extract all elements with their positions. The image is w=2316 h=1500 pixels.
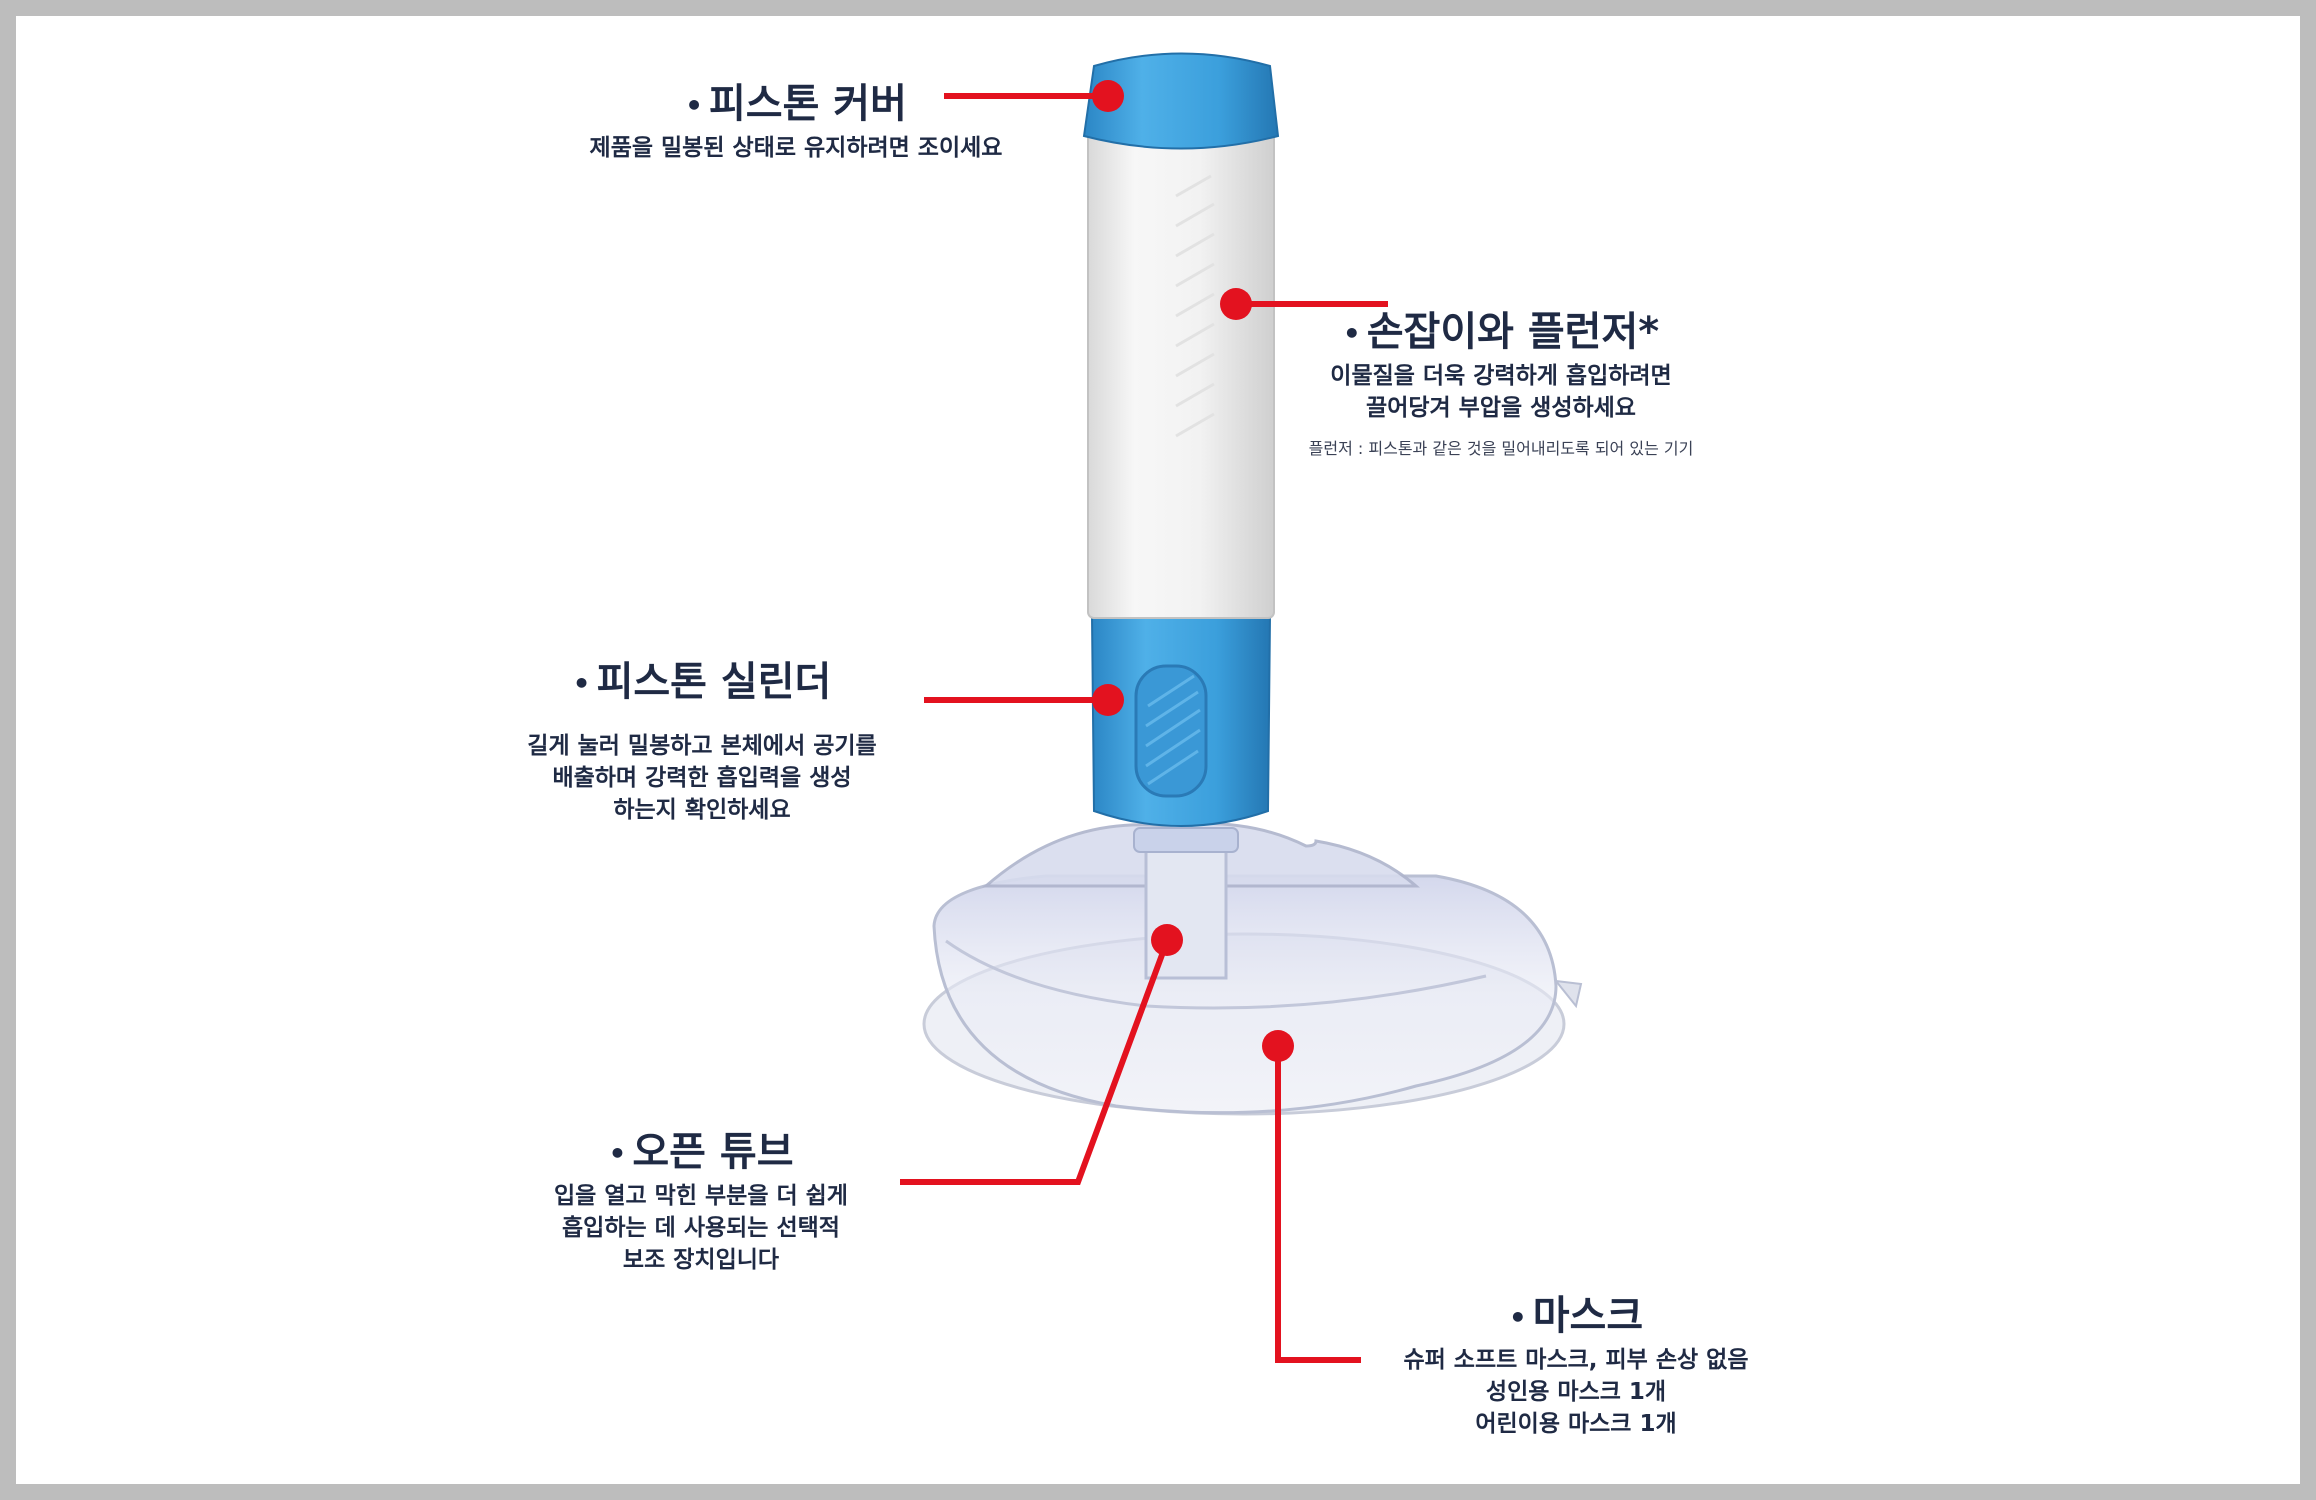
- callout-open-tube: •오픈 튜브 입을 열고 막힌 부분을 더 쉽게 흡입하는 데 사용되는 선택적…: [536, 1126, 866, 1276]
- callout-lines: [900, 93, 1388, 1363]
- open-tube-shape: [1133, 827, 1239, 980]
- open-tube-dot: [1151, 924, 1183, 956]
- piston-cylinder-dot: [1092, 684, 1124, 716]
- piston-cover-shape: [1082, 52, 1280, 150]
- callout-title: •오픈 튜브: [608, 1129, 794, 1175]
- handle-plunger-dot: [1220, 288, 1252, 320]
- callout-handle-plunger: •손잡이와 플런저* 이물질을 더욱 강력하게 흡입하려면 끌어당겨 부압을 생…: [1281, 306, 1721, 460]
- mask-leader: [1275, 1042, 1361, 1363]
- callout-title: •마스크: [1508, 1293, 1644, 1339]
- bullet-icon: •: [1342, 317, 1361, 350]
- callout-title: •피스톤 커버: [685, 81, 907, 127]
- device-illustration: [900, 52, 1583, 1363]
- bullet-icon: •: [685, 89, 703, 122]
- callout-dots: [1092, 80, 1294, 1062]
- callout-title: •손잡이와 플런저*: [1342, 309, 1660, 355]
- piston-cover-dot: [1092, 80, 1124, 112]
- handle-plunger-shape: [1087, 125, 1275, 619]
- mask-shape: [922, 822, 1583, 1116]
- footnote: 플런저 : 피스톤과 같은 것을 밀어내리도록 되어 있는 기기: [1308, 439, 1694, 458]
- callout-piston-cover: •피스톤 커버 제품을 밀봉된 상태로 유지하려면 조이세요: [536, 78, 1056, 164]
- bullet-icon: •: [572, 667, 591, 700]
- bullet-icon: •: [608, 1137, 627, 1170]
- bullet-icon: •: [1508, 1301, 1527, 1334]
- mask-dot: [1262, 1030, 1294, 1062]
- callout-piston-cylinder: •피스톤 실린더 길게 눌러 밀봉하고 본체에서 공기를 배출하며 강력한 흡입…: [512, 656, 892, 826]
- open-tube-leader: [900, 942, 1169, 1185]
- callout-mask: •마스크 슈퍼 소프트 마스크, 피부 손상 없음 성인용 마스크 1개 어린이…: [1356, 1290, 1796, 1440]
- callout-title: •피스톤 실린더: [572, 659, 832, 705]
- product-diagram-page: •피스톤 커버 제품을 밀봉된 상태로 유지하려면 조이세요 •손잡이와 플런저…: [16, 16, 2300, 1484]
- piston-cylinder-shape: [1090, 615, 1272, 827]
